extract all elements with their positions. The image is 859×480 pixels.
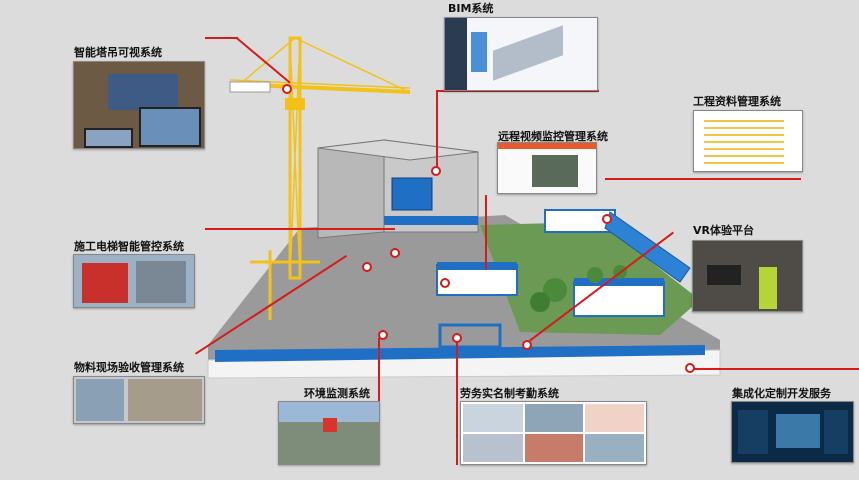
label-elevator: 施工电梯智能管控系统 <box>74 240 184 253</box>
node-marker <box>378 330 388 340</box>
labor-photo <box>525 434 583 462</box>
office-block-a-roof <box>437 262 517 270</box>
connector-line <box>436 90 438 170</box>
material-photo-right <box>128 379 202 421</box>
node-marker <box>685 363 695 373</box>
labor-photo <box>585 404 644 432</box>
node-marker <box>431 166 441 176</box>
bim-model <box>493 25 563 81</box>
phone <box>84 128 133 148</box>
label-labor: 劳务实名制考勤系统 <box>460 387 559 400</box>
dashboard-model <box>776 414 820 448</box>
node-marker <box>282 84 292 94</box>
labor-screenshot <box>460 401 647 465</box>
labor-photo <box>463 404 523 432</box>
label-material: 物料现场验收管理系统 <box>74 361 184 374</box>
tower-crane <box>229 36 411 280</box>
office-block-b-roof <box>574 278 664 286</box>
node-marker <box>452 333 462 343</box>
node-marker <box>602 214 612 224</box>
building-screen <box>391 177 433 211</box>
node-marker <box>440 278 450 288</box>
bim-panel <box>471 32 487 72</box>
dashboard-panel <box>738 410 768 454</box>
office-block-b <box>573 281 665 317</box>
bim-screenshot <box>444 17 598 91</box>
label-vr: VR体验平台 <box>693 224 754 237</box>
doc-mgmt-screenshot <box>693 110 803 172</box>
label-video-monitor: 远程视频监控管理系统 <box>498 130 608 143</box>
connector-line <box>485 195 487 270</box>
tree <box>530 292 550 312</box>
tree <box>587 267 603 283</box>
connector-line <box>690 368 859 370</box>
label-doc-mgmt: 工程资料管理系统 <box>693 95 781 108</box>
material-screenshot <box>73 376 205 424</box>
connector-line <box>205 37 238 39</box>
node-marker <box>522 340 532 350</box>
elevator-cage <box>82 263 128 303</box>
node-marker <box>362 262 372 272</box>
vr-person <box>759 267 777 309</box>
monitor-header <box>498 143 596 149</box>
environment-screenshot <box>278 401 380 465</box>
connector-line <box>605 178 801 180</box>
video-wall <box>108 74 178 110</box>
monitor-feed <box>532 155 578 187</box>
label-bim: BIM系统 <box>448 2 494 15</box>
bim-sidebar <box>445 18 467 90</box>
environment-sensor-screen <box>323 418 337 432</box>
elevator-panel <box>136 261 186 303</box>
connector-line <box>378 338 380 463</box>
labor-photo <box>525 404 583 432</box>
dashboard-panel <box>824 410 848 454</box>
material-photo-left <box>76 379 124 421</box>
video-monitor-screenshot <box>497 142 597 194</box>
custom-dev-screenshot <box>731 401 854 463</box>
main-building-roof <box>317 139 479 161</box>
boundary-wall <box>215 345 705 362</box>
node-marker <box>390 248 400 258</box>
connector-line <box>456 340 458 465</box>
label-environment: 环境监测系统 <box>304 387 370 400</box>
label-tower-crane: 智能塔吊可视系统 <box>74 46 162 59</box>
gate <box>438 323 502 349</box>
labor-photo <box>585 434 644 462</box>
laptop <box>139 107 201 147</box>
vr-screenshot <box>692 240 803 312</box>
tower-crane-screenshot <box>73 61 205 149</box>
building-banner <box>384 216 478 225</box>
vr-display <box>707 265 741 285</box>
folder-list <box>704 117 784 167</box>
tree <box>543 278 567 302</box>
connector-line <box>205 228 395 230</box>
labor-photo <box>463 434 523 462</box>
label-custom-dev: 集成化定制开发服务 <box>732 387 831 400</box>
elevator-screenshot <box>73 254 195 308</box>
